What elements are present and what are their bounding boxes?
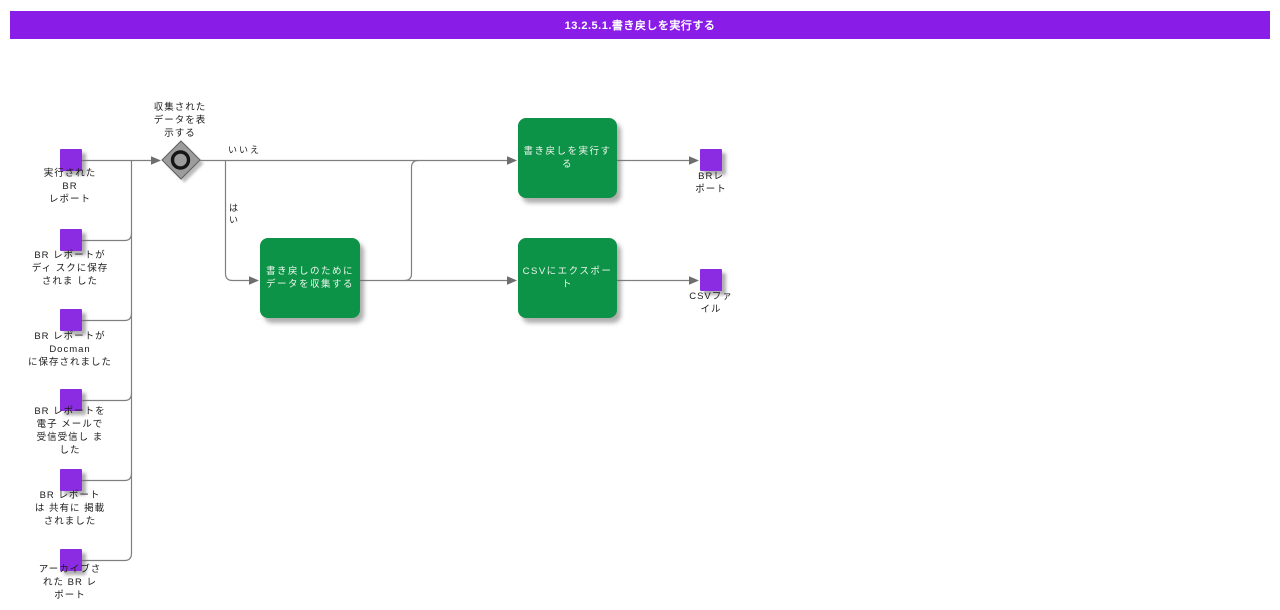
event-saved-to-docman [60,309,82,331]
event-label-br-report-output: BRレ ポート [695,171,727,195]
branch-label-no: いいえ [228,145,262,155]
arrowhead-execute [507,156,517,165]
edge-rail [82,160,133,562]
edge-connector-2 [82,233,133,242]
event-executed-br-report [60,149,82,171]
gateway-icon [161,140,204,183]
event-saved-to-disk [60,229,82,251]
gateway-label: 収集された データを表 示する [153,102,207,139]
arrowhead-gateway [151,156,161,165]
edge-connector-3 [82,313,133,322]
task-execute-writeback: 書き戻しを実行す る [518,118,617,198]
arrowhead-br-report [689,156,699,165]
event-received-by-email [60,389,82,411]
arrowhead-csv [507,276,517,285]
task-export-csv: CSVにエクスポー ト [518,238,617,318]
event-label-csv-file-output: CSVファ イル [689,291,733,315]
event-label-posted-to-share: BR レポート は 共有に 掲載 されました [34,490,106,527]
event-csv-file-output [700,269,722,291]
edge-collect-to-execute [404,159,419,282]
event-label-saved-to-docman: BR レポートが Docman に保存されました [27,331,112,368]
event-posted-to-share [60,469,82,491]
event-label-saved-to-disk: BR レポートが ディ スクに保存 されま した [31,250,109,287]
event-label-executed-br-report: 実行された BR レポート [43,168,97,205]
edge-connector-4 [82,393,133,402]
title-bar: 13.2.5.1.書き戻しを実行する [10,11,1270,39]
edge-connector-5 [82,473,133,482]
arrowhead-csv-file [689,276,699,285]
event-br-report-output [700,149,722,171]
task-collect-data: 書き戻しのために データを収集する [260,238,360,318]
event-archived-br-report [60,549,82,571]
arrowhead-collect [249,276,259,285]
event-label-received-by-email: BR レポートを 電子 メールで 受信受信し ま した [34,406,106,456]
branch-label-yes: は い [229,203,241,225]
diagram-title: 13.2.5.1.書き戻しを実行する [564,20,716,32]
edge-yes-branch [224,160,249,282]
event-label-archived-br-report: アーカイブさ れた BR レ ポート [38,564,102,601]
